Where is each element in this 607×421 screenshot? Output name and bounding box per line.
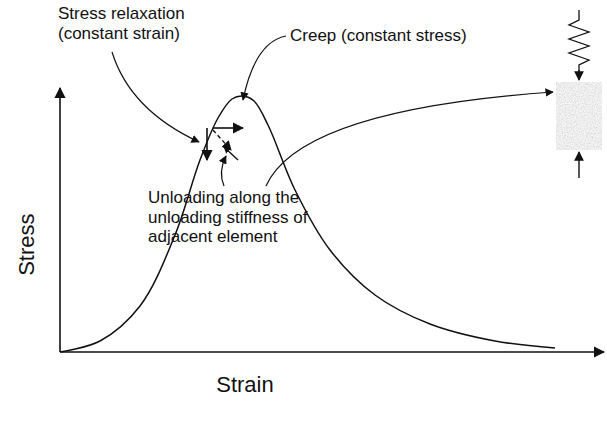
- axis-title: Stress: [13, 214, 38, 276]
- leader-line: [266, 92, 553, 186]
- leader-line: [112, 52, 199, 142]
- unloading-dashed-arrow: [213, 130, 231, 150]
- callout-label: Unloading along the unloading stiffness …: [148, 188, 344, 247]
- leader-line: [221, 156, 226, 186]
- load-arrow: [578, 152, 579, 178]
- creep-arrow: [213, 127, 243, 129]
- stress-axis: [59, 88, 61, 352]
- axis-title: Strain: [216, 372, 273, 397]
- callout-label: Creep (constant stress): [290, 26, 467, 46]
- leader-line: [243, 36, 286, 100]
- stress-strain-curve: [60, 96, 555, 352]
- unloading-arrow: [224, 147, 238, 160]
- load-arrow: [578, 70, 579, 80]
- spring-symbol: [569, 10, 589, 72]
- relaxation-arrow: [206, 128, 208, 160]
- concrete-specimen: [556, 82, 602, 150]
- callout-label: Stress relaxation (constant strain): [58, 4, 210, 43]
- strain-axis: [60, 351, 604, 353]
